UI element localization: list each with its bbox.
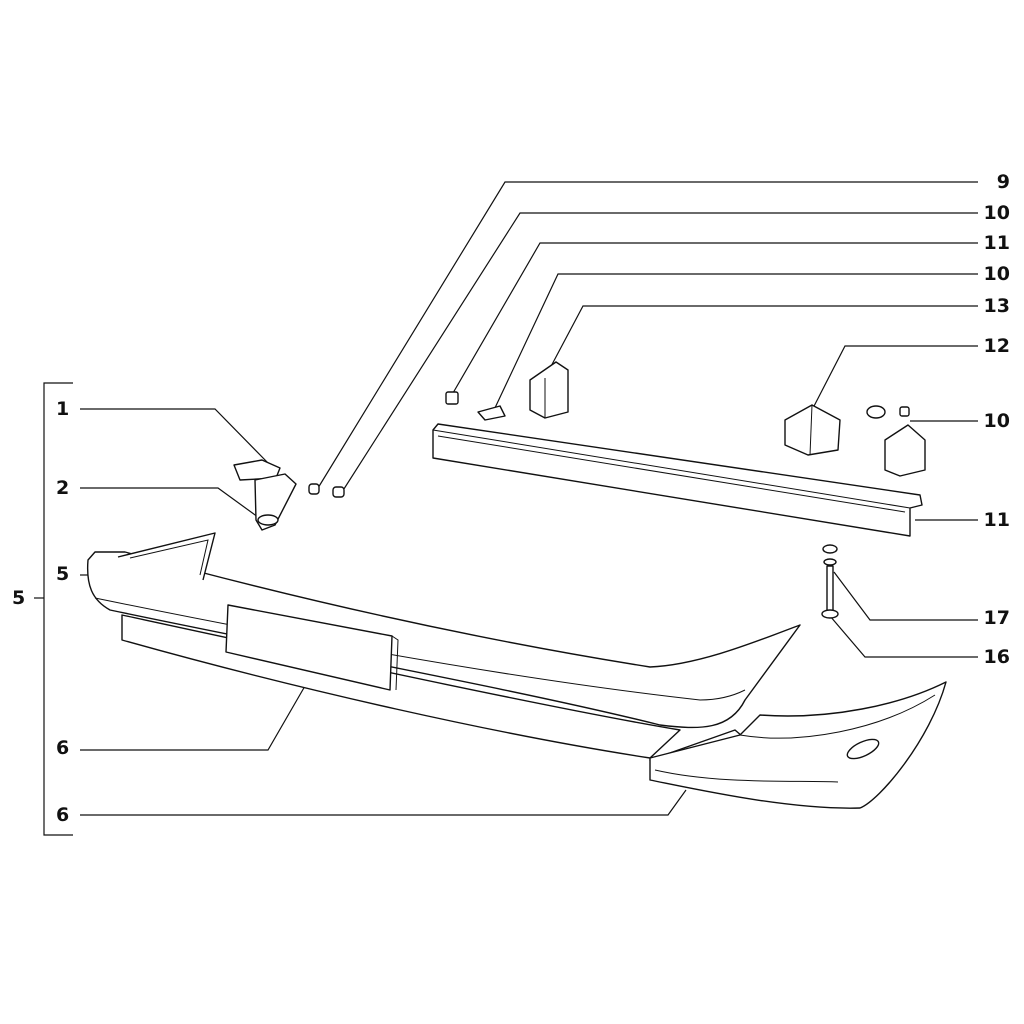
bracket-12a	[784, 404, 841, 456]
leader-lines	[34, 181, 978, 836]
leader-13	[547, 305, 978, 373]
leader-10a	[341, 212, 978, 493]
leader-10b	[493, 273, 978, 411]
callout-group-5: 5	[12, 587, 26, 609]
callout-5: 5	[56, 563, 70, 585]
callout-11: 11	[983, 509, 1010, 531]
callout-12: 12	[983, 335, 1010, 357]
callout-11: 11	[983, 232, 1010, 254]
callout-10: 10	[983, 263, 1010, 285]
callout-13: 13	[983, 295, 1010, 317]
leader-2	[80, 487, 263, 521]
callout-2: 2	[56, 477, 70, 499]
callout-9: 9	[996, 171, 1010, 193]
leader-17	[833, 571, 978, 621]
callout-1: 1	[56, 398, 70, 420]
leader-12	[811, 345, 978, 411]
callout-6: 6	[56, 804, 70, 826]
bracket-12b	[884, 424, 926, 477]
leader-11a	[452, 242, 978, 394]
leader-9	[317, 181, 978, 489]
callout-16: 16	[983, 646, 1010, 668]
callout-6: 6	[56, 737, 70, 759]
bolt-16-17	[821, 544, 839, 619]
bracket-13	[529, 361, 569, 419]
leader-1	[80, 408, 271, 466]
callout-10: 10	[983, 410, 1010, 432]
callout-17: 17	[983, 607, 1010, 629]
callout-10: 10	[983, 202, 1010, 224]
mount-1-2	[233, 459, 297, 531]
leader-6a	[80, 659, 321, 751]
reinforcement-bar	[432, 423, 923, 537]
bumper-corner	[649, 681, 947, 809]
group-bracket	[43, 382, 73, 836]
small-parts	[308, 391, 910, 498]
leader-16	[829, 615, 978, 658]
leader-6b	[80, 789, 687, 816]
